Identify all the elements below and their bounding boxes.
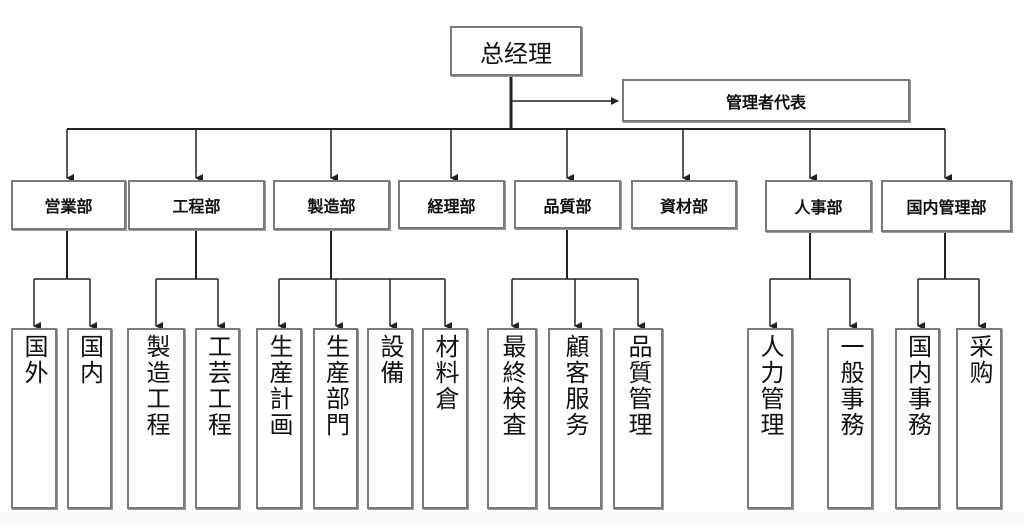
sub-unit-label: 生産計画: [265, 334, 293, 438]
sub-unit-box[interactable]: 国内事務: [895, 328, 940, 509]
sub-unit-label: 国内: [75, 334, 104, 386]
sub-unit-box[interactable]: 工芸工程: [195, 328, 240, 509]
sub-unit-label: 人力管理: [756, 334, 784, 438]
sub-unit-label: 最終検査: [498, 334, 526, 438]
dept-box-sales[interactable]: 営業部: [11, 180, 126, 230]
dept-label: 製造部: [307, 197, 356, 216]
sub-unit-label: 一般事務: [836, 334, 864, 438]
dept-label: 資材部: [659, 196, 708, 216]
sub-unit-label: 采购: [965, 334, 993, 386]
dept-label: 品質部: [543, 196, 592, 216]
sub-unit-box[interactable]: 設備: [367, 328, 413, 509]
dept-box-domestic-mgmt[interactable]: 国内管理部: [881, 180, 1012, 232]
dept-label: 工程部: [172, 197, 221, 216]
sub-unit-box[interactable]: 一般事務: [827, 328, 873, 509]
sub-unit-label: 生産部門: [321, 334, 350, 438]
dept-label: 国内管理部: [906, 198, 987, 217]
general-manager-box[interactable]: 总经理: [450, 26, 582, 76]
sub-unit-box[interactable]: 国内: [67, 328, 112, 509]
sub-unit-box[interactable]: 品質管理: [613, 328, 663, 509]
sub-unit-label: 品質管理: [624, 334, 652, 438]
dept-box-engineering[interactable]: 工程部: [128, 180, 265, 230]
sub-unit-box[interactable]: 最終検査: [487, 328, 537, 509]
sub-unit-box[interactable]: 采购: [956, 328, 1002, 509]
sub-unit-box[interactable]: 顧客服务: [548, 328, 602, 509]
dept-box-manufacturing[interactable]: 製造部: [273, 180, 390, 230]
sub-unit-label: 国内事務: [903, 334, 932, 438]
sub-unit-box[interactable]: 生産計画: [256, 328, 302, 509]
dept-box-hr[interactable]: 人事部: [765, 180, 872, 232]
sub-unit-label: 顧客服务: [561, 334, 589, 438]
management-representative-label: 管理者代表: [725, 92, 806, 112]
sub-unit-label: 国外: [20, 334, 48, 386]
sub-unit-box[interactable]: 製造工程: [127, 328, 185, 509]
sub-unit-box[interactable]: 材料倉: [422, 328, 468, 509]
page-bottom-strip: [0, 512, 1024, 525]
dept-label: 営業部: [44, 197, 93, 216]
sub-unit-label: 材料倉: [431, 334, 459, 412]
dept-label: 人事部: [794, 198, 843, 217]
management-representative-box[interactable]: 管理者代表: [622, 79, 910, 122]
dept-box-accounting[interactable]: 経理部: [398, 180, 505, 229]
sub-unit-label: 工芸工程: [203, 334, 232, 438]
sub-unit-label: 製造工程: [142, 334, 170, 438]
sub-unit-box[interactable]: 生産部門: [313, 328, 358, 509]
dept-label: 経理部: [427, 196, 476, 216]
sub-unit-box[interactable]: 国外: [11, 328, 57, 509]
sub-unit-box[interactable]: 人力管理: [747, 328, 793, 509]
sub-unit-label: 設備: [376, 334, 404, 386]
dept-box-materials[interactable]: 資材部: [631, 180, 737, 229]
dept-box-quality[interactable]: 品質部: [514, 180, 621, 229]
general-manager-label: 总经理: [480, 39, 552, 68]
